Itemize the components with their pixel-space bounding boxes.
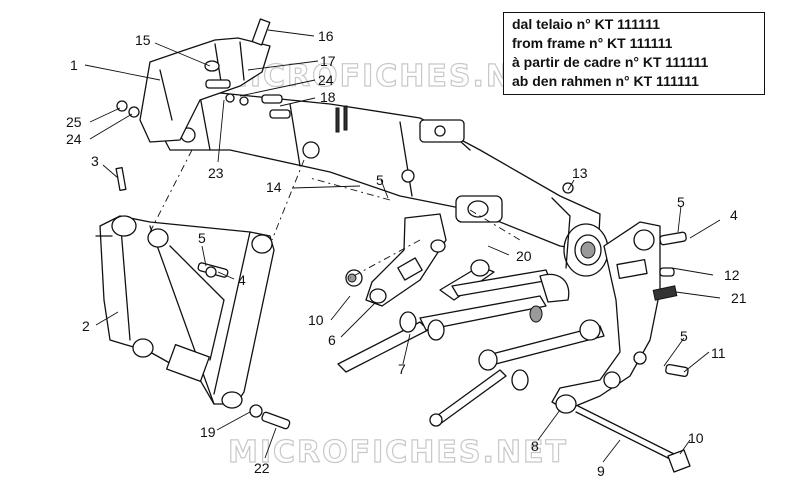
callout-5-right-bottom: 5 — [680, 328, 688, 344]
notice-line-german: ab den rahmen n° KT 111111 — [512, 73, 699, 89]
callout-6: 6 — [328, 332, 336, 348]
callout-24-top: 24 — [318, 72, 334, 88]
callout-10-right: 10 — [688, 430, 704, 446]
leader-lines — [84, 29, 721, 463]
callout-5-left: 5 — [198, 230, 206, 246]
callout-8: 8 — [531, 438, 539, 454]
callout-19: 19 — [200, 424, 216, 440]
callout-9: 9 — [597, 463, 605, 479]
headstock-bracket — [139, 18, 291, 143]
callout-12: 12 — [724, 267, 740, 283]
callout-21: 21 — [731, 290, 747, 306]
callout-25: 25 — [66, 114, 82, 130]
callout-3: 3 — [91, 153, 99, 169]
callout-16: 16 — [318, 28, 334, 44]
callout-5-center: 5 — [376, 172, 384, 188]
notice-line-italian: dal telaio n° KT 111111 — [512, 16, 661, 32]
swingarm-links — [337, 213, 605, 427]
left-lower-frame — [95, 215, 275, 409]
callout-5-right-top: 5 — [677, 194, 685, 210]
callout-4-left: 4 — [238, 272, 246, 288]
callout-2: 2 — [82, 318, 90, 334]
callout-13: 13 — [572, 165, 588, 181]
notice-line-english: from frame n° KT 111111 — [512, 35, 673, 51]
watermark-bottom: MICROFICHES.NET — [228, 435, 568, 470]
callout-18: 18 — [320, 89, 336, 105]
callout-4-right: 4 — [730, 207, 738, 223]
callout-23: 23 — [208, 165, 224, 181]
alignment-lines — [149, 149, 521, 279]
callout-labels: 1 2 3 4 4 5 5 5 5 6 7 8 9 10 10 11 12 13… — [66, 28, 747, 479]
callout-22: 22 — [254, 460, 270, 476]
frame-number-notice: dal telaio n° KT 111111 from frame n° KT… — [503, 12, 765, 95]
callout-20: 20 — [516, 248, 532, 264]
callout-7: 7 — [398, 361, 406, 377]
callout-10-left: 10 — [308, 312, 324, 328]
callout-14: 14 — [266, 179, 282, 195]
callout-17: 17 — [320, 53, 336, 69]
right-rear-hanger — [551, 221, 691, 473]
left-small-parts — [115, 100, 140, 192]
callout-1: 1 — [70, 57, 78, 73]
callout-11: 11 — [711, 345, 726, 361]
notice-line-french: à partir de cadre n° KT 111111 — [512, 54, 709, 70]
callout-15: 15 — [135, 32, 151, 48]
callout-24-left: 24 — [66, 131, 82, 147]
